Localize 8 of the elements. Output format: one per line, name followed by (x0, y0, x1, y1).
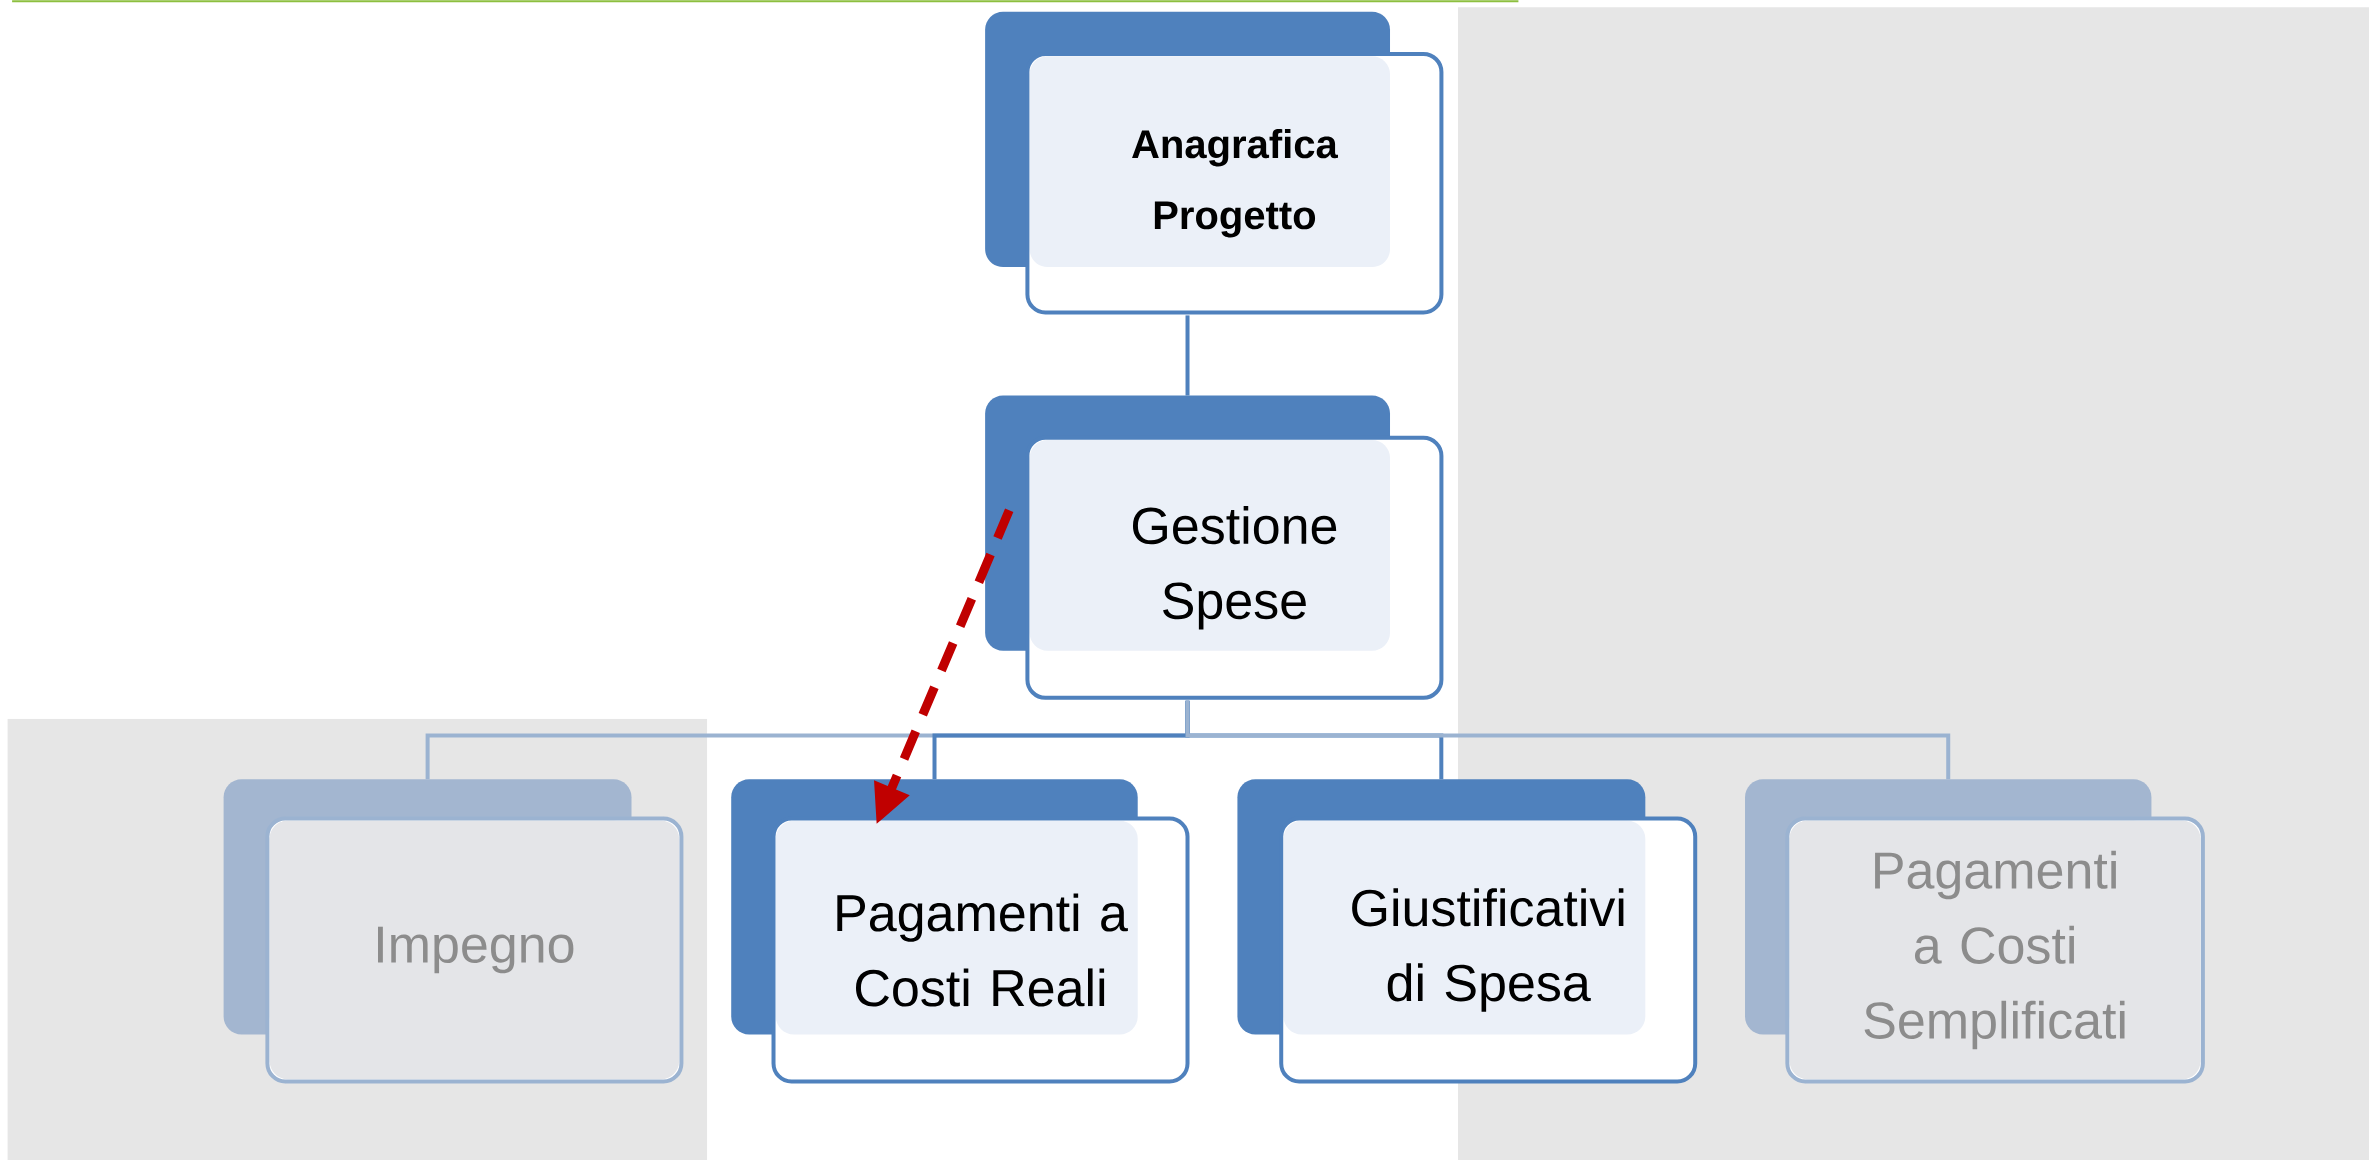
process-box: Pagamenti a Costi Semplificati (1745, 779, 2205, 1084)
connector-line (1185, 700, 1951, 780)
process-box: Gestione Spese (985, 395, 1444, 700)
process-box: Anagrafica Progetto (985, 11, 1444, 315)
connector-line (1185, 315, 1190, 396)
process-box: Pagamenti a Costi Reali (731, 779, 1190, 1084)
process-box: Impegno (223, 779, 684, 1084)
process-box: Giustificativi di Spesa (1237, 779, 1698, 1084)
